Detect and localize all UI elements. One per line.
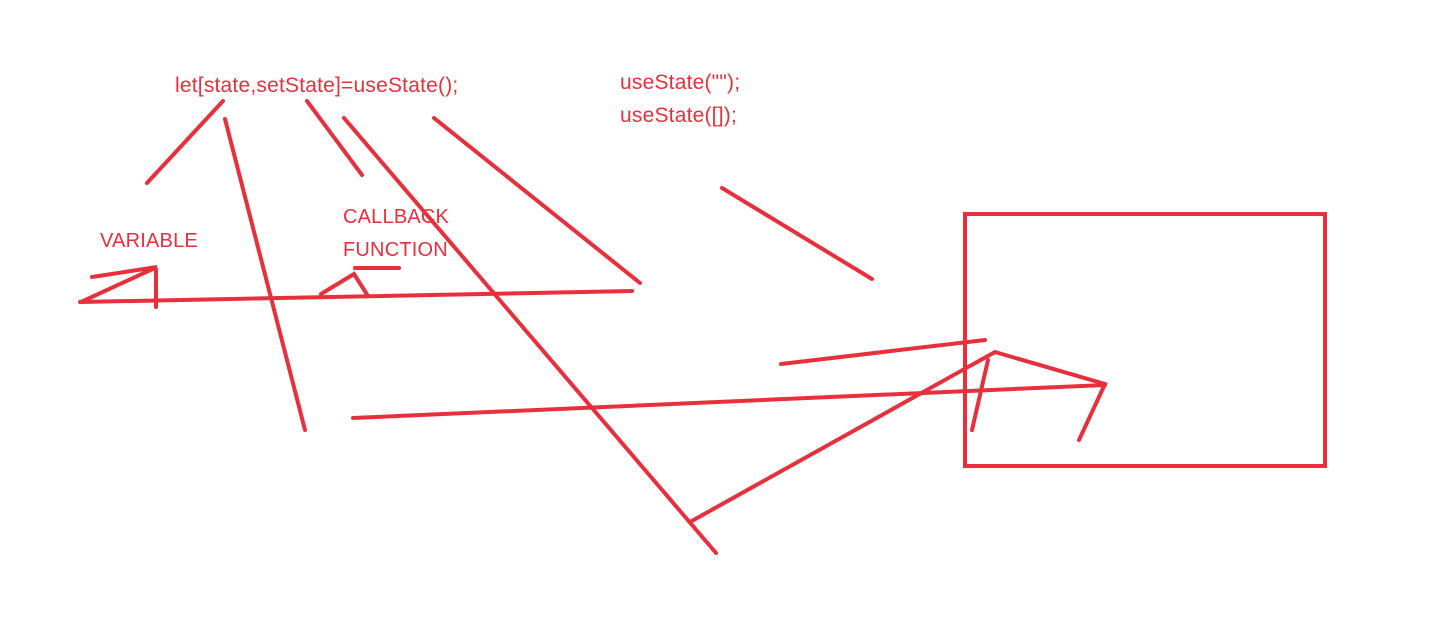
code-usestate-line: let[state,setState]=useState(); bbox=[175, 74, 459, 97]
stroke-let-to-variable bbox=[145, 99, 225, 185]
callback-function-label: CALLBACK FUNCTION bbox=[343, 201, 449, 267]
callback-label-line1: CALLBACK bbox=[343, 206, 450, 228]
stroke-state-down bbox=[223, 117, 307, 432]
box-outline bbox=[963, 212, 1327, 468]
usestate-examples: useState(""); useState([]); bbox=[620, 66, 740, 132]
callback-label-line2: FUNCTION bbox=[343, 239, 448, 261]
caret-under-callback bbox=[319, 271, 370, 298]
usestate-example-string: useState(""); bbox=[620, 71, 741, 94]
usestate-example-array: useState([]); bbox=[620, 104, 737, 127]
v-shape-in-box bbox=[688, 349, 1108, 524]
stroke-examples-diagonal bbox=[720, 186, 874, 281]
stroke-usestate-diagonal bbox=[432, 116, 642, 285]
stroke-setstate-long-diagonal bbox=[342, 116, 718, 555]
stroke-into-box bbox=[779, 338, 987, 366]
variable-label: VARIABLE bbox=[100, 230, 198, 252]
arrowhead-left bbox=[79, 265, 158, 304]
stroke-horizontal-lower bbox=[351, 383, 1107, 420]
stroke-horizontal-upper bbox=[78, 289, 634, 304]
stroke-setstate-to-callback bbox=[305, 99, 364, 177]
v-shape-left-leg bbox=[970, 358, 990, 432]
